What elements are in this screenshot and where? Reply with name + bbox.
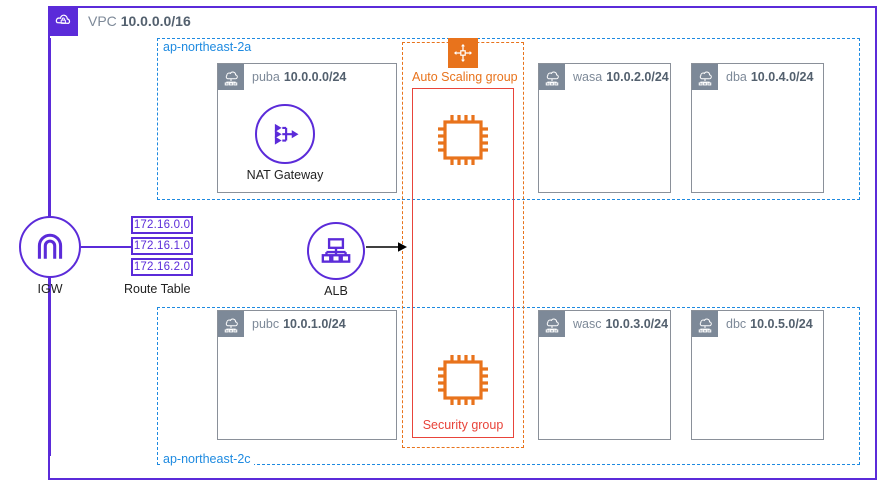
internet-gateway-icon bbox=[19, 216, 81, 278]
availability-zone-c-label: ap-northeast-2c bbox=[160, 452, 254, 466]
security-group-boundary bbox=[412, 88, 514, 438]
availability-zone-c bbox=[157, 307, 860, 465]
subnet-puba-name: puba bbox=[252, 70, 280, 84]
application-load-balancer-icon bbox=[307, 222, 365, 280]
alb-to-asg-arrow bbox=[366, 237, 410, 257]
public-subnet-icon bbox=[692, 64, 718, 90]
subnet-dbc-cidr: 10.0.5.0/24 bbox=[750, 317, 813, 331]
internet-gateway-label: IGW bbox=[37, 282, 63, 296]
auto-scaling-group-label: Auto Scaling group bbox=[410, 70, 520, 84]
vpc-cloud-lock-icon bbox=[48, 6, 78, 36]
nat-gateway-node[interactable]: NAT Gateway bbox=[247, 104, 323, 182]
vpc-title: VPC 10.0.0.0/16 bbox=[88, 13, 191, 29]
nat-gateway-label: NAT Gateway bbox=[246, 168, 324, 182]
public-subnet-icon bbox=[539, 311, 565, 337]
subnet-dbc-name: dbc bbox=[726, 317, 747, 331]
public-subnet-icon bbox=[539, 64, 565, 90]
internet-gateway-node[interactable]: IGW bbox=[19, 216, 81, 296]
route-table-entry-0[interactable]: 172.16.0.0 bbox=[131, 216, 193, 234]
alb-label: ALB bbox=[324, 284, 348, 298]
alb-node[interactable]: ALB bbox=[307, 222, 365, 298]
subnet-wasc-cidr: 10.0.3.0/24 bbox=[605, 317, 669, 331]
route-table-label: Route Table bbox=[124, 282, 191, 296]
auto-scaling-group-icon bbox=[448, 38, 478, 68]
subnet-wasa-cidr: 10.0.2.0/24 bbox=[606, 70, 669, 84]
availability-zone-a-label: ap-northeast-2a bbox=[160, 40, 255, 54]
subnet-pubc-name: pubc bbox=[252, 317, 280, 331]
ec2-instance-icon-a[interactable] bbox=[431, 108, 495, 172]
public-subnet-icon bbox=[218, 311, 244, 337]
vpc-cidr: 10.0.0.0/16 bbox=[120, 13, 191, 29]
vpc-header: VPC 10.0.0.0/16 bbox=[48, 6, 191, 36]
security-group-label: Security group bbox=[422, 418, 504, 432]
public-subnet-icon bbox=[218, 64, 244, 90]
availability-zone-a bbox=[157, 38, 860, 200]
route-table-entry-2[interactable]: 172.16.2.0 bbox=[131, 258, 193, 276]
subnet-puba-cidr: 10.0.0.0/24 bbox=[283, 70, 347, 84]
nat-gateway-icon bbox=[255, 104, 315, 164]
subnet-dba-cidr: 10.0.4.0/24 bbox=[750, 70, 814, 84]
subnet-dba-name: dba bbox=[726, 70, 747, 84]
subnet-wasc-name: wasc bbox=[573, 317, 602, 331]
subnet-pubc-cidr: 10.0.1.0/24 bbox=[283, 317, 346, 331]
ec2-instance-icon-c[interactable] bbox=[431, 348, 495, 412]
igw-route-table-connector bbox=[81, 246, 133, 248]
vpc-label: VPC bbox=[88, 13, 117, 29]
route-table-entry-1[interactable]: 172.16.1.0 bbox=[131, 237, 193, 255]
public-subnet-icon bbox=[692, 311, 718, 337]
subnet-wasa-name: wasa bbox=[573, 70, 603, 84]
